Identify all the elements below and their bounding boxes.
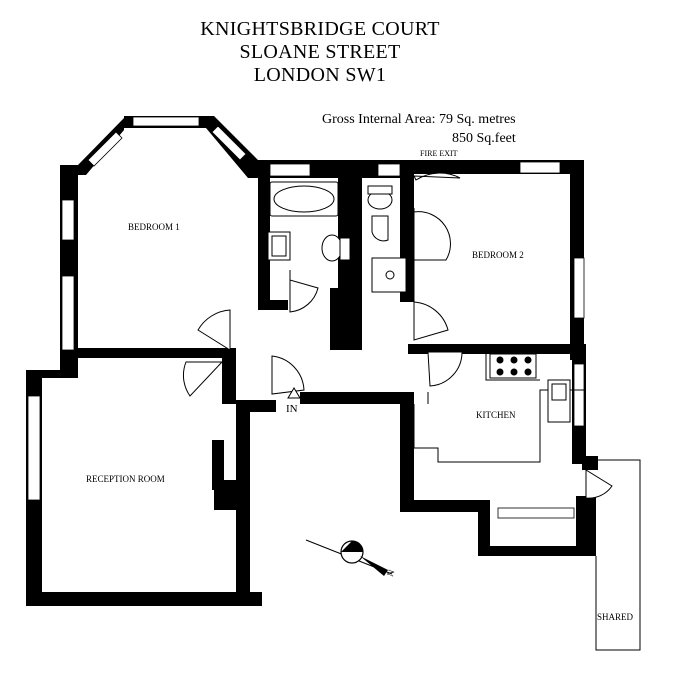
gross-area-block: Gross Internal Area: 79 Sq. metres 850 S… [322,110,516,148]
door-bedroom2 [413,301,449,341]
reception-east-wall [236,402,250,602]
door-shared [585,469,613,499]
walls [26,116,598,606]
city-postcode: LONDON SW1 [253,64,387,86]
wc-basin [371,215,389,242]
fire-exit-label: FIRE EXIT [420,149,458,158]
reception-south-wall [26,592,262,606]
hall-south-wall [300,392,412,404]
compass-north-label: N [385,568,397,578]
room-label-kitchen: KITCHEN [476,410,516,420]
door-reception [182,361,224,397]
door-bathroom [289,279,319,313]
door-entrance [271,355,305,395]
doors [182,172,613,499]
gross-area-sqft: 850 Sq.feet [452,131,516,146]
kitchen-south-wall [400,500,580,556]
entrance-label: IN [286,403,298,415]
door-fire-exit [413,172,461,181]
door-kitchen [427,351,463,387]
hall-bedroom1-divider [78,348,228,358]
building-name: KNIGHTSBRIDGE COURT [200,18,440,40]
door-wc [413,211,451,261]
room-label-shared: SHARED [597,612,634,622]
room-label-reception: RECEPTION ROOM [86,474,165,484]
kitchen-west-wall [400,392,414,504]
compass: N [305,539,397,578]
fixtures [267,181,571,423]
street-name: SLOANE STREET [239,41,401,63]
room-label-bedroom2: BEDROOM 2 [472,250,524,260]
bedroom1-bay-wall-nw [60,118,124,190]
bedroom2-south-wall [408,344,584,354]
door-bedroom1 [197,309,231,351]
bathroom-west-wall [258,162,270,310]
title-block: KNIGHTSBRIDGE COURT SLOANE STREET LONDON… [170,18,470,87]
room-label-bedroom1: BEDROOM 1 [128,222,180,232]
bathroom-toilet [321,234,343,262]
entrance-arrow [287,387,301,399]
gross-area-sqm: Gross Internal Area: 79 Sq. metres [322,112,516,127]
